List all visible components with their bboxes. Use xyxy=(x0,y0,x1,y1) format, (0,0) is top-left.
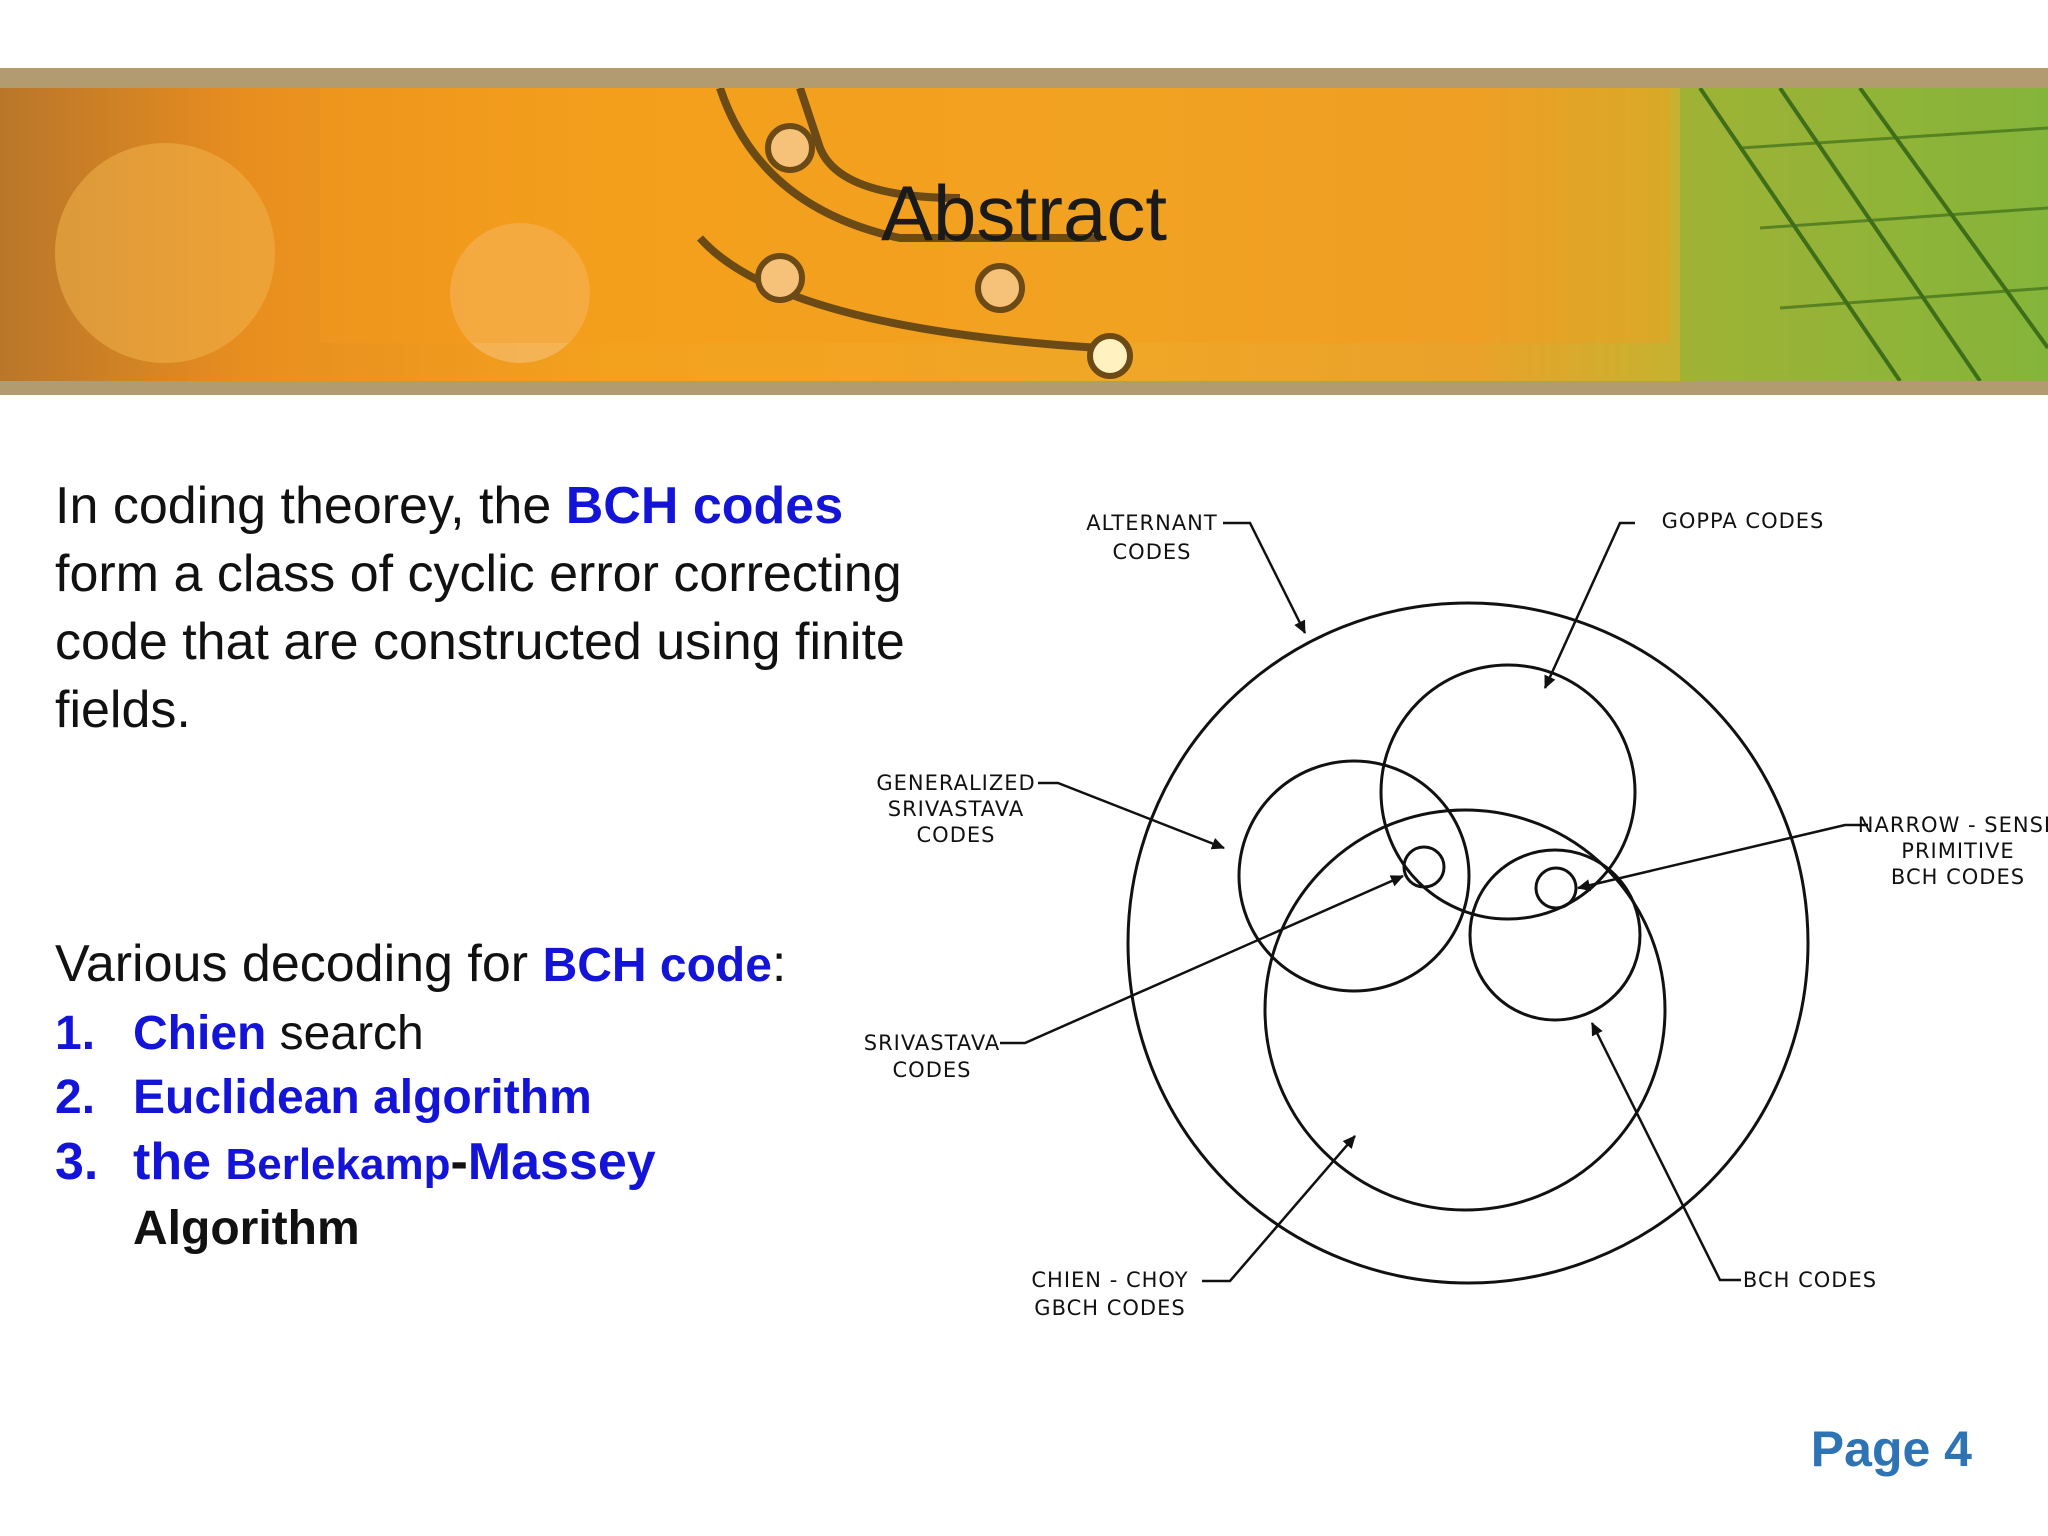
generalized-label-2: SRIVASTAVA xyxy=(888,797,1024,821)
goppa-circle xyxy=(1379,663,1637,921)
narrow-sense-label-2: PRIMITIVE xyxy=(1901,839,2014,863)
srivastava-label-1: SRIVASTAVA xyxy=(864,1031,1000,1055)
list-number: 3. xyxy=(55,1133,99,1191)
chien-choy-arrow xyxy=(1202,1135,1356,1283)
srivastava-arrow xyxy=(1000,874,1404,1045)
slide-title: Abstract xyxy=(880,169,1168,257)
circuit-background xyxy=(55,88,2048,381)
narrow-sense-circle xyxy=(1534,866,1578,910)
srivastava-label-2: CODES xyxy=(893,1058,972,1082)
intro-text-start: In coding theorey, the xyxy=(55,477,566,535)
list-item: 1. Chien search xyxy=(55,1002,955,1066)
intro-highlight: BCH codes xyxy=(565,477,844,535)
list-item-highlight: Euclidean algorithm xyxy=(133,1071,592,1124)
generalized-srivastava-circle xyxy=(1237,759,1471,993)
bch-circle xyxy=(1468,848,1642,1022)
decoding-lead-highlight: BCH code xyxy=(542,939,772,992)
code-classes-diagram: ALTERNANT CODES GOPPA CODES GENERALIZED … xyxy=(864,509,2048,1320)
intro-text-end: form a class of cyclic error correcting … xyxy=(55,545,905,739)
bch-arrow xyxy=(1590,1022,1741,1282)
alternant-arrow xyxy=(1223,521,1307,634)
narrow-sense-arrow xyxy=(1577,823,1868,892)
generalized-label-3: CODES xyxy=(917,823,996,847)
list-item-highlight: Chien xyxy=(133,1007,267,1060)
list-item: 3. the Berlekamp-Massey Algorithm xyxy=(55,1130,955,1261)
banner-top-rule xyxy=(0,68,2048,88)
goppa-label: GOPPA CODES xyxy=(1662,509,1825,533)
intro-paragraph: In coding theorey, the BCH codes form a … xyxy=(55,472,955,744)
list-number: 2. xyxy=(55,1071,96,1124)
list-number: 1. xyxy=(55,1007,96,1060)
list-item-continuation: Algorithm xyxy=(133,1202,360,1255)
list-item-text: search xyxy=(266,1007,424,1060)
alternant-circle xyxy=(1126,601,1810,1285)
decoding-list: 1. Chien search 2. Euclidean algorithm 3… xyxy=(55,1002,955,1261)
list-item-highlight: the xyxy=(133,1133,226,1191)
generalized-label-1: GENERALIZED xyxy=(876,771,1035,795)
list-item-highlight: Massey xyxy=(467,1133,656,1191)
list-item-dash: - xyxy=(450,1133,468,1191)
header-banner xyxy=(0,68,2048,395)
alternant-label-1: ALTERNANT xyxy=(1086,511,1217,535)
page-number: Page 4 xyxy=(1810,1421,1972,1477)
narrow-sense-label-3: BCH CODES xyxy=(1891,865,2025,889)
srivastava-circle xyxy=(1402,845,1446,889)
banner-bottom-rule xyxy=(0,381,2048,395)
chien-choy-label-2: GBCH CODES xyxy=(1034,1296,1185,1320)
chien-choy-circle xyxy=(1263,808,1667,1212)
decoding-lead: Various decoding for xyxy=(55,935,543,993)
narrow-sense-label-1: NARROW - SENSE xyxy=(1858,813,2048,837)
list-item: 2. Euclidean algorithm xyxy=(55,1066,955,1130)
generalized-srivastava-arrow xyxy=(1038,781,1225,850)
goppa-arrow xyxy=(1543,521,1635,689)
decoding-lead-end: : xyxy=(771,935,787,993)
list-item-highlight: Berlekamp xyxy=(225,1140,451,1189)
chien-choy-label-1: CHIEN - CHOY xyxy=(1031,1268,1188,1292)
alternant-label-2: CODES xyxy=(1113,540,1192,564)
decoding-heading: Various decoding for BCH code: xyxy=(55,930,915,1000)
bch-label: BCH CODES xyxy=(1743,1268,1877,1292)
